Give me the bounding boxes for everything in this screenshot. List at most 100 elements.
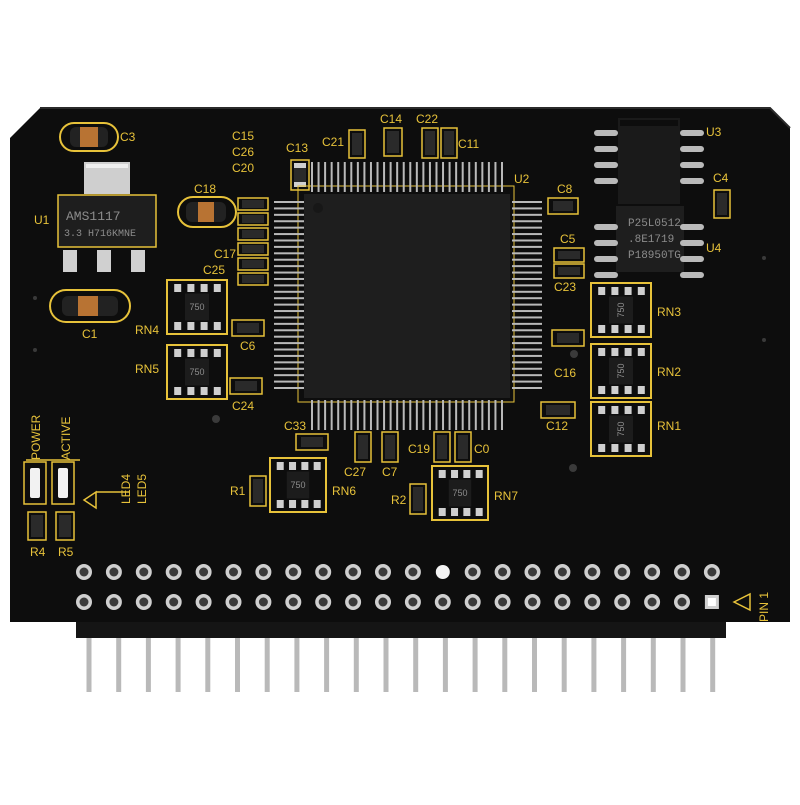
chip-pin — [274, 374, 304, 377]
label-rn7: RN7 — [494, 489, 518, 503]
chip-pin — [402, 400, 405, 430]
chip-pin — [512, 329, 542, 332]
chip-pin — [442, 400, 445, 430]
chip-pin — [409, 400, 412, 430]
header-pin — [442, 630, 448, 692]
chip-pin — [512, 354, 542, 357]
resistor-network-value: 750 — [616, 363, 626, 378]
chip-pin — [501, 162, 503, 192]
label-c8: C8 — [557, 182, 573, 196]
label-rn1: RN1 — [657, 419, 681, 433]
chip-pin — [461, 162, 464, 192]
chip-pin — [415, 400, 418, 430]
header-pin — [116, 630, 122, 692]
header-pin — [264, 630, 270, 692]
chip-pin — [512, 213, 542, 216]
chip-pin — [274, 316, 304, 319]
label-u4: U4 — [706, 241, 722, 255]
capacitor-pad — [237, 242, 269, 256]
resistor-r4-pad — [27, 511, 47, 541]
soic-pin — [680, 272, 704, 278]
chip-u2-pins — [274, 162, 542, 430]
label-c6: C6 — [240, 339, 256, 353]
pin1-arrow-icon — [732, 592, 751, 612]
chip-pin — [487, 162, 490, 192]
capacitor-c1 — [49, 289, 131, 323]
chip-pin — [274, 329, 304, 332]
chip-pin — [512, 361, 542, 364]
chip-pin — [494, 400, 497, 430]
resistor-r5-pad — [55, 511, 75, 541]
label-c24: C24 — [232, 399, 254, 413]
label-c1: C1 — [82, 327, 98, 341]
chip-pin — [274, 252, 304, 255]
resistor-network — [590, 401, 652, 457]
soic-pin — [594, 130, 618, 136]
soic-pin — [594, 178, 618, 184]
label-rn5: RN5 — [135, 362, 159, 376]
chip-pin — [512, 201, 542, 203]
chip-pin — [356, 162, 359, 192]
header-pin — [413, 630, 419, 692]
label-c25: C25 — [203, 263, 225, 277]
chip-pin — [512, 380, 542, 383]
soic-pin — [680, 130, 704, 136]
label-c5: C5 — [560, 232, 576, 246]
chip-pin — [461, 400, 464, 430]
capacitor-c8-pad — [547, 197, 579, 215]
capacitor-c33-pad — [295, 433, 329, 451]
header-pin — [591, 630, 597, 692]
capacitor-c18 — [177, 196, 237, 228]
regulator-marking-1: AMS1117 — [66, 209, 121, 224]
flash-marking-3: P18950TG — [628, 250, 681, 262]
label-led4: LED4 — [119, 474, 133, 504]
capacitor-c12-pad — [540, 401, 576, 419]
capacitor-c13-pad — [290, 159, 310, 191]
pin-header-strip — [76, 622, 726, 638]
chip-pin — [274, 284, 304, 287]
flash-marking-1: P25L0512 — [628, 218, 681, 230]
soic-pin — [680, 146, 704, 152]
resistor-network-value: 750 — [452, 488, 467, 498]
label-c0: C0 — [474, 442, 490, 456]
chip-pin — [350, 400, 353, 430]
label-c27: C27 — [344, 465, 366, 479]
resistor-network — [590, 343, 652, 399]
soic-pin — [594, 256, 618, 262]
chip-pin — [448, 400, 451, 430]
led-power — [23, 461, 47, 505]
chip-pin — [481, 162, 484, 192]
chip-pin — [512, 374, 542, 377]
led-active — [51, 461, 75, 505]
label-active: ACTIVE — [59, 417, 73, 460]
chip-pin — [274, 207, 304, 210]
label-c12: C12 — [546, 419, 568, 433]
chip-pin — [311, 400, 313, 430]
chip-pin — [274, 342, 304, 345]
main-controller-chip-u2 — [297, 185, 515, 403]
chip-pin — [512, 335, 542, 338]
soic-pin — [594, 224, 618, 230]
header-pin — [235, 630, 240, 692]
resistor-network-value: 750 — [189, 367, 204, 377]
soic-pin — [594, 272, 618, 278]
chip-pin — [383, 400, 386, 430]
label-c7: C7 — [382, 465, 398, 479]
chip-pin — [512, 290, 542, 293]
label-c33: C33 — [284, 419, 306, 433]
chip-pin — [274, 297, 304, 300]
chip-pin — [369, 162, 372, 192]
label-rn2: RN2 — [657, 365, 681, 379]
resistor-network — [269, 457, 327, 513]
header-pin — [650, 630, 656, 692]
chip-pin — [512, 297, 542, 300]
chip-pin — [396, 400, 399, 430]
capacitor-pad — [237, 272, 269, 286]
capacitor-c27-pad — [354, 431, 372, 463]
label-rn6: RN6 — [332, 484, 356, 498]
header-pins — [86, 630, 716, 692]
label-c20: C20 — [232, 161, 254, 175]
soic-pin — [594, 146, 618, 152]
